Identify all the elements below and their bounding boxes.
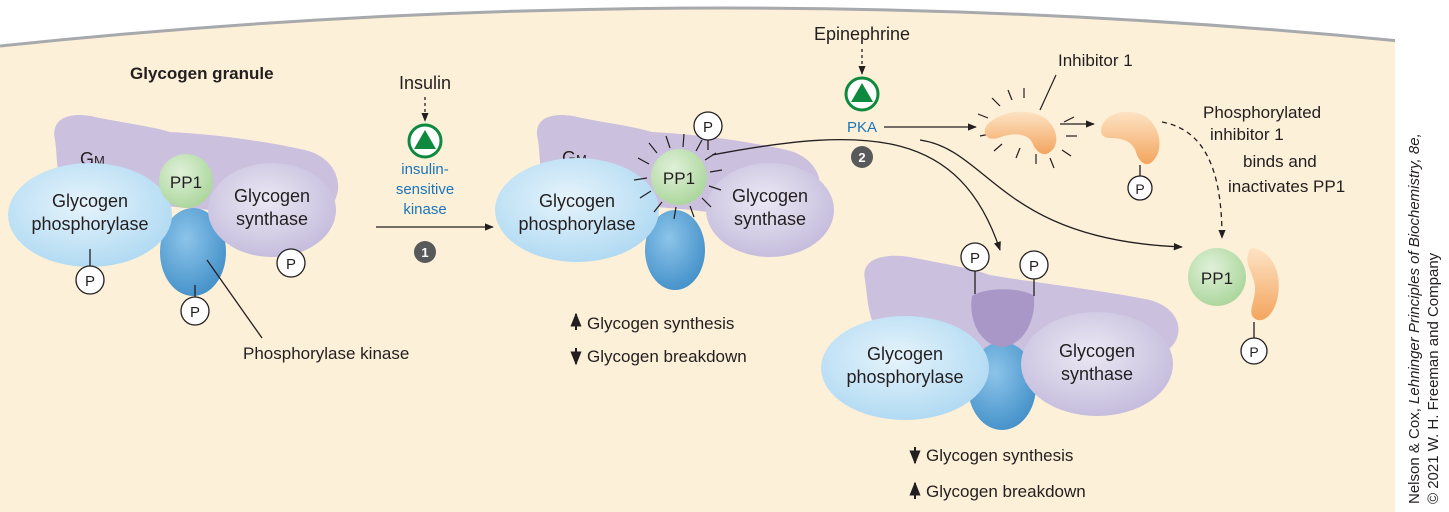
- glycogen-phosphorylase: [8, 163, 172, 267]
- credit-line-2: © 2021 W. H. Freeman and Company: [1425, 252, 1442, 504]
- phosphorylase-label-1: Glycogen: [867, 344, 943, 364]
- phosphorylase-kinase-label: Phosphorylase kinase: [243, 344, 409, 363]
- inhibitor-label: Inhibitor 1: [1058, 51, 1133, 70]
- phosphate-label: P: [1135, 181, 1144, 197]
- phosphate-icon: [75, 265, 105, 295]
- epinephrine-effect-down: Glycogen synthesis: [926, 446, 1073, 465]
- pka-label: PKA: [847, 119, 877, 136]
- complex-middle: GM Glycogen phosphorylase Glycogen synth…: [495, 111, 834, 366]
- glycogen-synthase: [1021, 312, 1173, 416]
- credit-line: Nelson & Cox, Lehninger Principles of Bi…: [1406, 133, 1442, 504]
- phosphate-label: P: [1249, 344, 1258, 360]
- step-2-badge: [851, 146, 873, 168]
- pp1-label: PP1: [663, 169, 695, 188]
- arrow-to-pp1: [919, 139, 1183, 251]
- dashed-arrow-to-pp1: [1161, 121, 1226, 239]
- phosphate-icon: [1240, 337, 1268, 365]
- complex-lower: Glycogen phosphorylase Glycogen synthase…: [821, 242, 1179, 501]
- synthase-label-1: Glycogen: [1059, 341, 1135, 361]
- empty-pp1-site: [971, 289, 1035, 347]
- phospho-text-1: Phosphorylated: [1203, 103, 1321, 122]
- pp1-subunit: [159, 154, 213, 208]
- insulin-kinase-label-2: sensitive: [396, 181, 454, 198]
- synthase-label-2: synthase: [734, 209, 806, 229]
- step-1-number: 1: [421, 245, 428, 260]
- phosphate-icon: [1019, 250, 1049, 280]
- phosphorylase-label-2: phosphorylase: [846, 367, 963, 387]
- inhibitor-1: [984, 111, 1057, 155]
- granule-title: Glycogen granule: [130, 64, 274, 83]
- glycogen-phosphorylase: [821, 316, 989, 420]
- insulin-kinase-label-3: kinase: [403, 201, 446, 218]
- insulin-label: Insulin: [399, 73, 451, 93]
- insulin-effect-up: Glycogen synthesis: [587, 314, 734, 333]
- phosphate-icon: [693, 111, 723, 141]
- epinephrine-effect-up: Glycogen breakdown: [926, 482, 1086, 501]
- step-1-badge: [414, 241, 436, 263]
- phosphate-label: P: [1029, 258, 1039, 275]
- phosphorylase-label-2: phosphorylase: [518, 214, 635, 234]
- phosphorylase-label-1: Glycogen: [539, 191, 615, 211]
- synthase-label-1: Glycogen: [234, 186, 310, 206]
- arrow-to-complex-right: [711, 138, 1001, 251]
- phosphate-label: P: [970, 250, 980, 267]
- phospho-text-3: binds and: [1243, 152, 1317, 171]
- phosphate-label: P: [190, 304, 200, 321]
- credit-line-1: Nelson & Cox, Lehninger Principles of Bi…: [1406, 133, 1423, 504]
- phospho-text-4: inactivates PP1: [1228, 177, 1345, 196]
- leader-line: [206, 259, 263, 339]
- step-2-number: 2: [858, 150, 865, 165]
- pp1-label: PP1: [170, 173, 202, 192]
- phospho-text-2: inhibitor 1: [1210, 125, 1284, 144]
- phosphate-icon: [960, 242, 990, 272]
- insulin-pathway: Insulin insulin- sensitive kinase 1: [376, 73, 494, 263]
- phosphorylase-kinase-subunit: [645, 210, 705, 290]
- complex-left: GM Glycogen phosphorylase Glycogen synth…: [8, 114, 409, 363]
- synthase-label-2: synthase: [236, 209, 308, 229]
- phosphate-icon: [276, 248, 306, 278]
- phosphate-icon: [1127, 175, 1153, 201]
- insulin-effect-down: Glycogen breakdown: [587, 347, 747, 366]
- burst-icon: [633, 133, 723, 220]
- phosphorylase-label-2: phosphorylase: [31, 214, 148, 234]
- phosphate-label: P: [286, 256, 296, 273]
- phosphorylated-inhibitor-1: [1101, 111, 1160, 165]
- insulin-kinase-label-1: insulin-: [401, 161, 449, 178]
- granule-edge: [0, 6, 1449, 48]
- phosphate-label: P: [85, 273, 95, 290]
- phosphate-icon: [180, 296, 210, 326]
- pp1-label: PP1: [1201, 269, 1233, 288]
- phosphorylase-kinase-subunit: [160, 208, 226, 296]
- synthase-label-2: synthase: [1061, 364, 1133, 384]
- phosphate-label: P: [703, 119, 713, 136]
- pp1-inactivated: [1188, 248, 1246, 306]
- glycogen-synthase: [706, 163, 834, 257]
- epinephrine-pathway: Epinephrine PKA 2 Inhibitor 1 P Phospho: [711, 24, 1345, 365]
- inhibitor-bound-to-pp1: [1247, 248, 1279, 321]
- phosphorylase-label-1: Glycogen: [52, 191, 128, 211]
- glycogen-phosphorylase: [495, 158, 659, 262]
- synthase-label-1: Glycogen: [732, 186, 808, 206]
- epinephrine-label: Epinephrine: [814, 24, 910, 44]
- burst-icon: [977, 88, 1077, 169]
- pp1-subunit: [651, 149, 707, 205]
- glycogen-synthase: [208, 163, 336, 257]
